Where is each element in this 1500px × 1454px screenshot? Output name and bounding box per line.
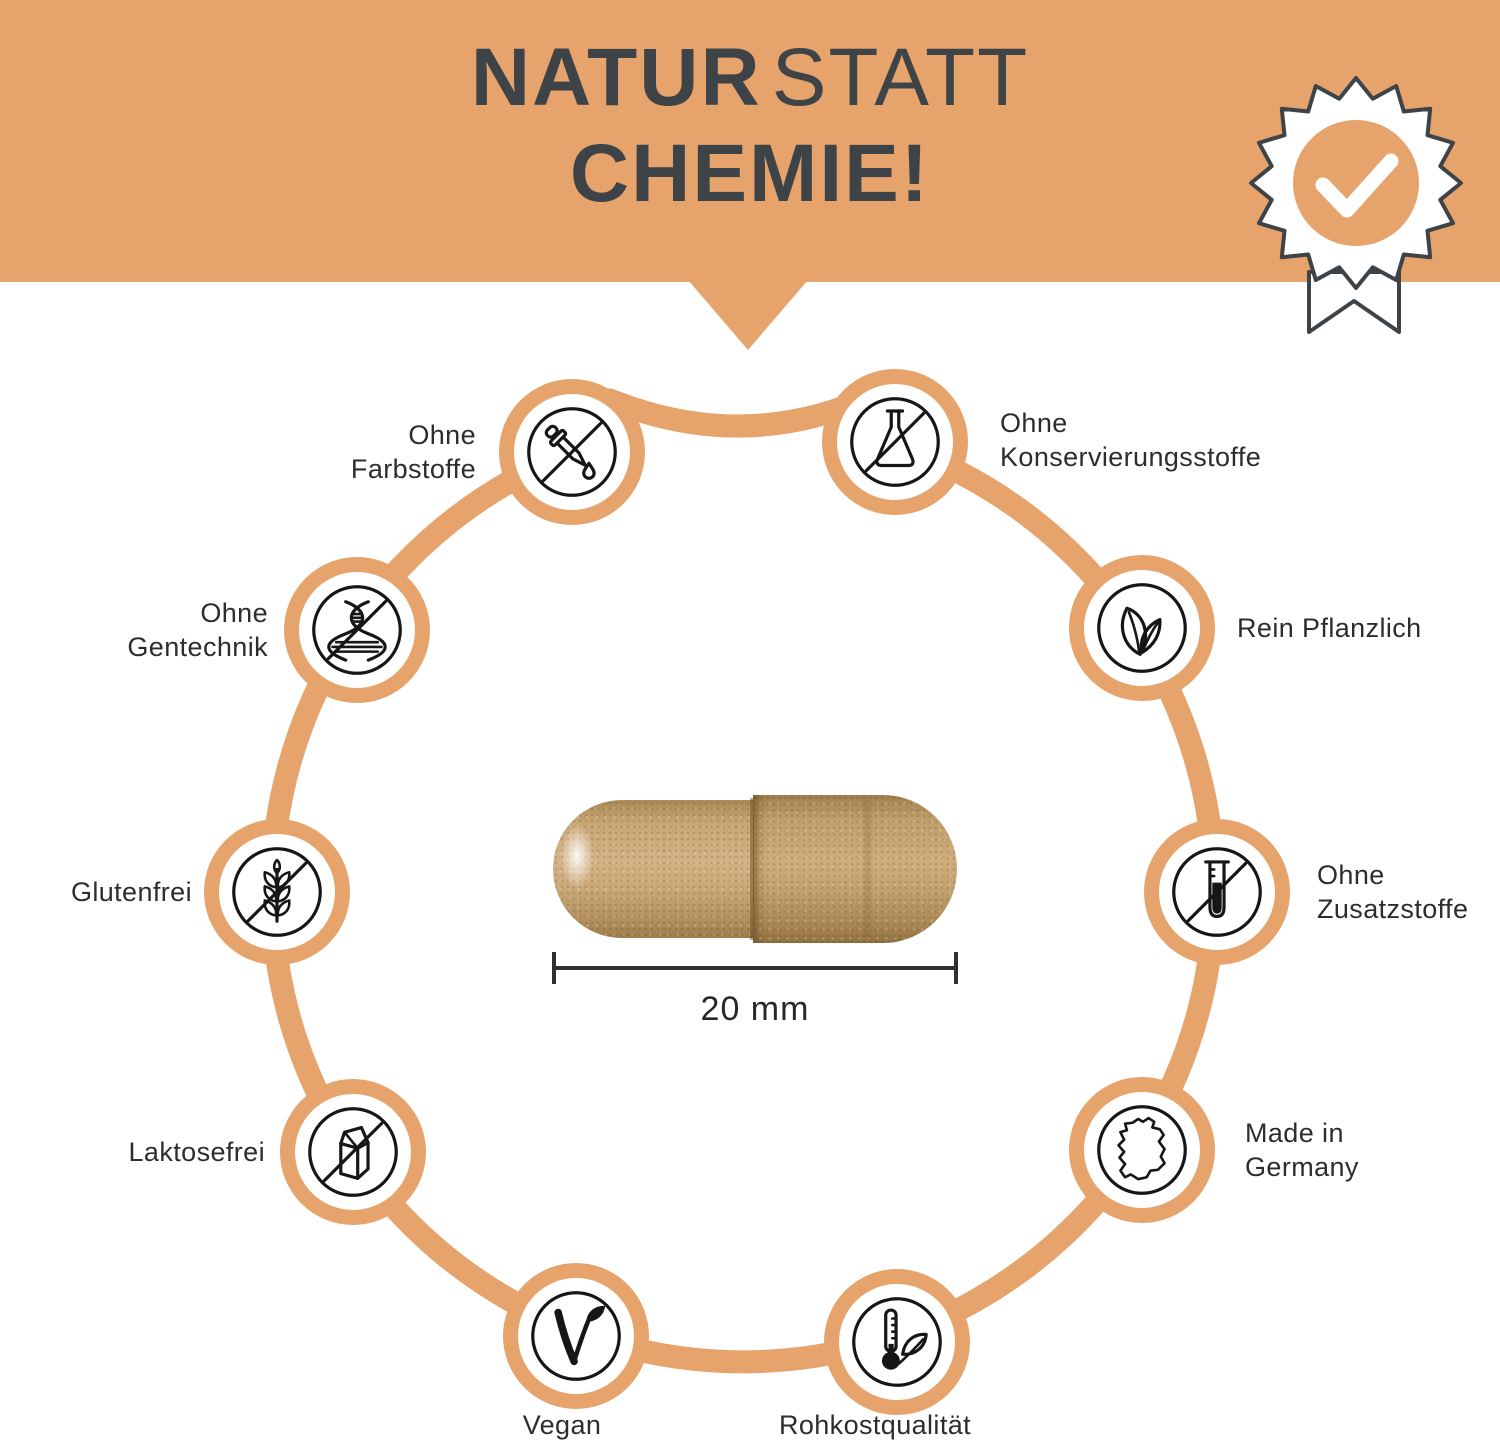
feature-label-glutenfrei: Glutenfrei xyxy=(70,877,192,907)
feature-label-ohne-zusatzstoffe: Ohne Zusatzstoffe xyxy=(1317,860,1469,924)
measurement-line xyxy=(552,966,958,970)
feature-node-rein-pflanzlich xyxy=(1069,555,1215,701)
feature-node-vegan xyxy=(503,1263,649,1409)
no-colorants-dropper-icon xyxy=(525,405,619,499)
feature-node-rohkostqualitaet xyxy=(824,1269,970,1415)
feature-label-laktosefrei: Laktosefrei xyxy=(128,1137,265,1167)
feature-label-vegan: Vegan xyxy=(522,1410,602,1440)
feature-node-ohne-zusatzstoffe xyxy=(1144,819,1290,965)
measurement-label: 20 mm xyxy=(700,990,810,1028)
seal-inner-circle xyxy=(1293,120,1419,246)
capsule-seam xyxy=(750,798,754,940)
plant-leaves-icon xyxy=(1095,581,1189,675)
title-word-natur: NATUR xyxy=(470,32,762,123)
feature-node-ohne-konservierungsstoffe xyxy=(822,369,968,515)
feature-label-made-in-germany: Made in Germany xyxy=(1245,1118,1359,1182)
thermometer-leaf-icon xyxy=(850,1295,944,1389)
feature-label-rein-pflanzlich: Rein Pflanzlich xyxy=(1237,613,1422,643)
capsule-highlight xyxy=(560,823,594,889)
capsule-body xyxy=(553,800,759,938)
feature-node-ohne-gentechnik xyxy=(284,557,430,703)
title-line2: CHEMIE! xyxy=(569,128,931,219)
no-additives-testtube-icon xyxy=(1170,845,1264,939)
title-word-statt: STATT xyxy=(771,32,1030,123)
capsule-image xyxy=(553,795,957,943)
feature-node-ohne-farbstoffe xyxy=(499,379,645,525)
no-milk-carton-icon xyxy=(306,1105,400,1199)
feature-label-ohne-gentechnik: Ohne Gentechnik xyxy=(127,598,268,662)
no-gmo-dna-icon xyxy=(310,583,404,677)
banner-pointer xyxy=(688,280,808,350)
feature-node-glutenfrei xyxy=(204,819,350,965)
feature-label-rohkostqualitaet: Rohkostqualität xyxy=(778,1410,972,1440)
germany-map-icon xyxy=(1095,1103,1189,1197)
capsule-cap xyxy=(753,795,957,943)
vegan-v-leaf-icon xyxy=(529,1289,623,1383)
measurement-tick-left xyxy=(552,952,556,984)
capsule-overlap-line xyxy=(865,800,870,938)
feature-label-ohne-konservierungsstoffe: Ohne Konservierungsstoffe xyxy=(1000,408,1262,472)
ring-arc xyxy=(260,433,1226,1374)
measurement-tick-right xyxy=(954,952,958,984)
feature-node-laktosefrei xyxy=(280,1079,426,1225)
no-preservatives-flask-icon xyxy=(848,395,942,489)
feature-node-made-in-germany xyxy=(1069,1077,1215,1223)
checkmark-icon xyxy=(1315,153,1399,218)
no-gluten-wheat-icon xyxy=(230,845,324,939)
quality-seal-badge xyxy=(1249,76,1463,334)
feature-label-ohne-farbstoffe: Ohne Farbstoffe xyxy=(350,420,476,484)
